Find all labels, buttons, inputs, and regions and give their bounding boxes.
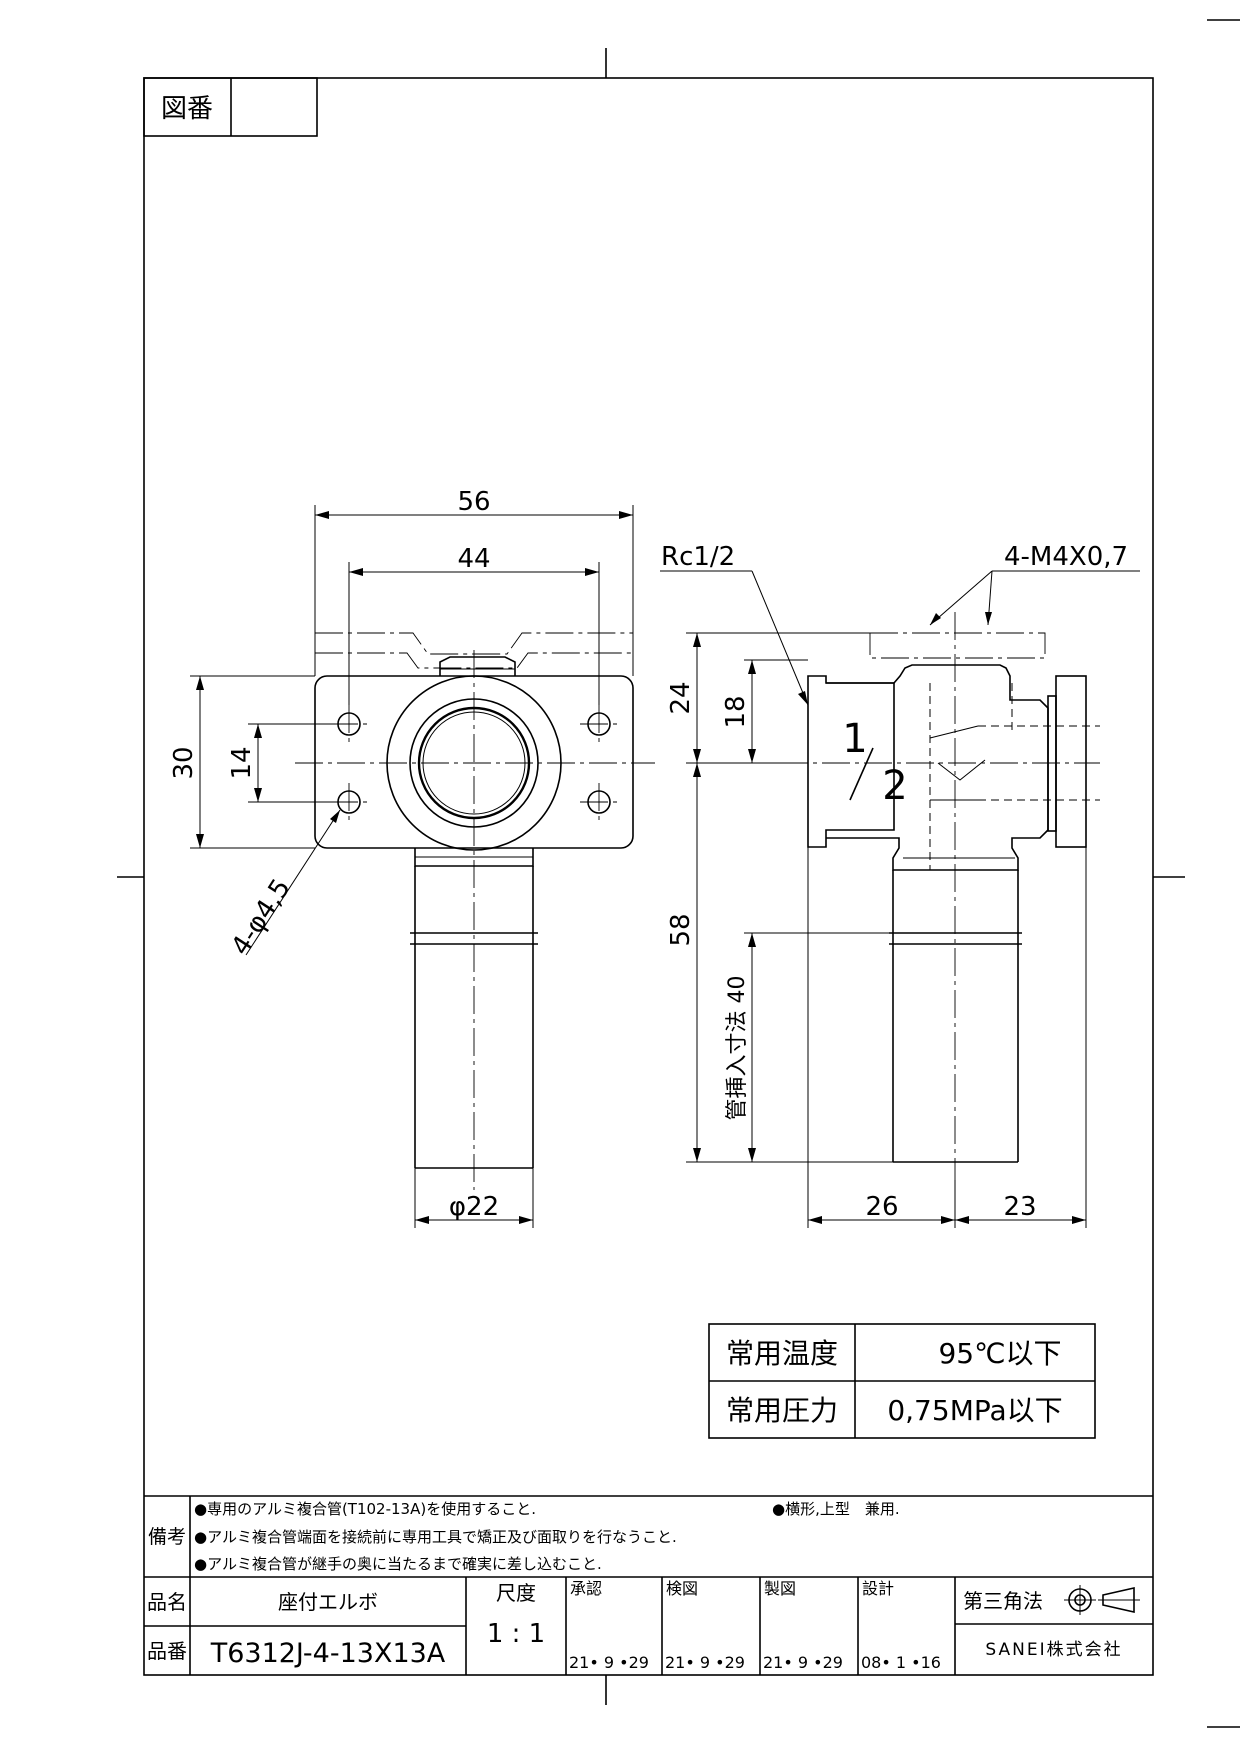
drawing-number-label: 図番 xyxy=(161,94,213,124)
dim-18: 18 xyxy=(721,695,751,728)
spec-temp-value: 95℃以下 xyxy=(938,1337,1061,1370)
sheet-frame xyxy=(117,19,1240,1728)
dim-44: 44 xyxy=(457,544,490,574)
scale-value: 1 : 1 xyxy=(487,1619,545,1649)
size-mark-numerator: 1 xyxy=(842,716,867,762)
check-date: 21• 9 •29 xyxy=(665,1653,745,1672)
notes-label: 備考 xyxy=(148,1526,186,1548)
approve-date: 21• 9 •29 xyxy=(569,1653,649,1672)
part-value: T6312J-4-13X13A xyxy=(210,1638,446,1669)
projection-label: 第三角法 xyxy=(963,1589,1043,1613)
front-view: 56 44 30 14 4-φ4,5 φ22 xyxy=(169,487,655,1228)
dim-26: 26 xyxy=(865,1192,898,1222)
check-label: 検図 xyxy=(666,1579,698,1598)
note-line-2: ●アルミ複合管端面を接続前に専用工具で矯正及び面取りを行なうこと. xyxy=(194,1528,677,1546)
dim-holes: 4-φ4,5 xyxy=(226,874,297,961)
dim-14: 14 xyxy=(227,746,257,779)
dim-23: 23 xyxy=(1003,1192,1036,1222)
dim-24: 24 xyxy=(666,681,696,714)
name-value: 座付エルボ xyxy=(278,1590,378,1614)
dim-insert-depth: 管挿入寸法 40 xyxy=(725,976,750,1121)
dim-56: 56 xyxy=(457,487,490,517)
design-label: 設計 xyxy=(862,1579,894,1598)
draw-date: 21• 9 •29 xyxy=(763,1653,843,1672)
approve-label: 承認 xyxy=(570,1579,602,1598)
part-label: 品番 xyxy=(147,1639,187,1663)
drawing-number-box: 図番 xyxy=(143,77,318,137)
note-line-3: ●アルミ複合管が継手の奥に当たるまで確実に差し込むこと. xyxy=(194,1555,602,1573)
note-line-1b: ●横形,上型 兼用. xyxy=(772,1500,900,1518)
design-date: 08• 1 •16 xyxy=(861,1653,941,1672)
draw-label: 製図 xyxy=(764,1579,796,1598)
spec-table: 常用温度 95℃以下 常用圧力 0,75MPa以下 xyxy=(708,1323,1096,1439)
spec-temp-label: 常用温度 xyxy=(726,1337,838,1370)
side-view: 1 2 Rc1/2 4-M4X0,7 24 18 58 管挿入寸法 4 xyxy=(660,542,1140,1228)
dim-30: 30 xyxy=(169,746,199,779)
scale-label: 尺度 xyxy=(496,1581,536,1605)
title-block: 品名 座付エルボ 品番 T6312J-4-13X13A 尺度 1 : 1 承認 … xyxy=(144,1576,1153,1675)
company-name: SANEI株式会社 xyxy=(985,1640,1122,1660)
dim-58: 58 xyxy=(666,913,696,946)
dim-thread: Rc1/2 xyxy=(661,542,735,572)
notes-block: 備考 ●専用のアルミ複合管(T102-13A)を使用すること. ●横形,上型 兼… xyxy=(144,1495,1153,1577)
spec-pressure-value: 0,75MPa以下 xyxy=(887,1394,1062,1427)
size-mark-denominator: 2 xyxy=(882,763,907,809)
dim-pipe-dia: φ22 xyxy=(449,1192,499,1222)
third-angle-projection-icon xyxy=(1064,1585,1140,1615)
name-label: 品名 xyxy=(147,1590,187,1614)
note-line-1: ●専用のアルミ複合管(T102-13A)を使用すること. xyxy=(194,1500,536,1518)
spec-pressure-label: 常用圧力 xyxy=(726,1394,838,1427)
dim-screws: 4-M4X0,7 xyxy=(1004,542,1128,572)
